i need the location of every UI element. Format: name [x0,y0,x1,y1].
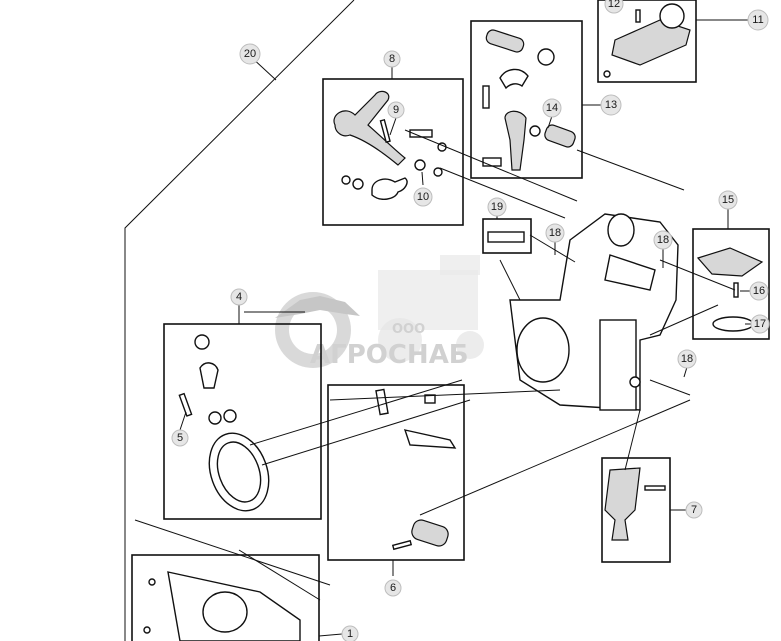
callout-5: 5 [171,429,189,447]
callout-15-label: 15 [722,194,734,206]
callout-13-label: 13 [605,99,617,111]
pin-9 [379,118,391,143]
box-cover [692,228,770,340]
housing-outline [124,0,355,641]
callout-7: 7 [685,501,703,519]
callout-18-top-right-label: 18 [657,234,669,246]
callout-9: 9 [387,101,405,119]
callout-17-label: 17 [754,318,766,330]
callout-20: 20 [239,43,261,65]
assembly-lines [134,129,736,601]
callout-11-label: 11 [752,14,763,26]
main-housing [509,213,679,411]
box-mounting-plate [131,554,320,641]
callout-11: 11 [747,9,769,31]
callout-18-top-right: 18 [653,230,673,250]
callout-18-right: 18 [677,349,697,369]
callout-17: 17 [750,314,770,334]
callout-10-label: 10 [417,191,429,203]
box-top-plate [597,0,697,83]
callout-7-label: 7 [691,504,697,516]
callout-1-label: 1 [347,628,353,640]
callout-14-label: 14 [546,102,558,114]
box-spring-arm [327,384,465,561]
callout-20-label: 20 [244,48,256,60]
callout-6: 6 [384,579,402,597]
box-lever-assembly [322,78,464,226]
callout-1: 1 [341,625,359,641]
box-pin-assembly [601,457,671,563]
callout-16: 16 [749,281,769,301]
watermark-prefix: ООО [392,322,425,337]
callout-5-label: 5 [177,432,183,444]
lever-cam [371,177,408,200]
callout-12: 12 [604,0,624,14]
callout-15: 15 [718,190,738,210]
callout-19: 19 [487,197,507,217]
callout-13: 13 [600,94,622,116]
harvester-silhouette-icon [378,255,484,362]
callout-6-label: 6 [390,582,396,594]
latch-pawl [504,110,527,171]
box-spring [482,218,532,254]
agrosnab-watermark: ООО АГРОСНАБ [275,255,484,370]
callout-18-right-label: 18 [681,353,693,365]
callout-14: 14 [542,98,562,118]
callout-8: 8 [383,50,401,68]
callout-12-label: 12 [608,0,620,10]
callout-8-label: 8 [389,53,395,65]
callout-9-label: 9 [393,104,399,116]
callout-16-label: 16 [753,285,765,297]
callout-10: 10 [413,187,433,207]
callout-18-middle: 18 [545,223,565,243]
callout-4-label: 4 [236,291,242,303]
callout-4: 4 [230,288,248,306]
box-latch-assembly [470,20,583,179]
callout-19-label: 19 [491,201,503,213]
box-clamp-assembly [163,323,322,520]
callout-18-middle-label: 18 [549,227,561,239]
watermark-company-name: АГРОСНАБ [310,340,469,370]
